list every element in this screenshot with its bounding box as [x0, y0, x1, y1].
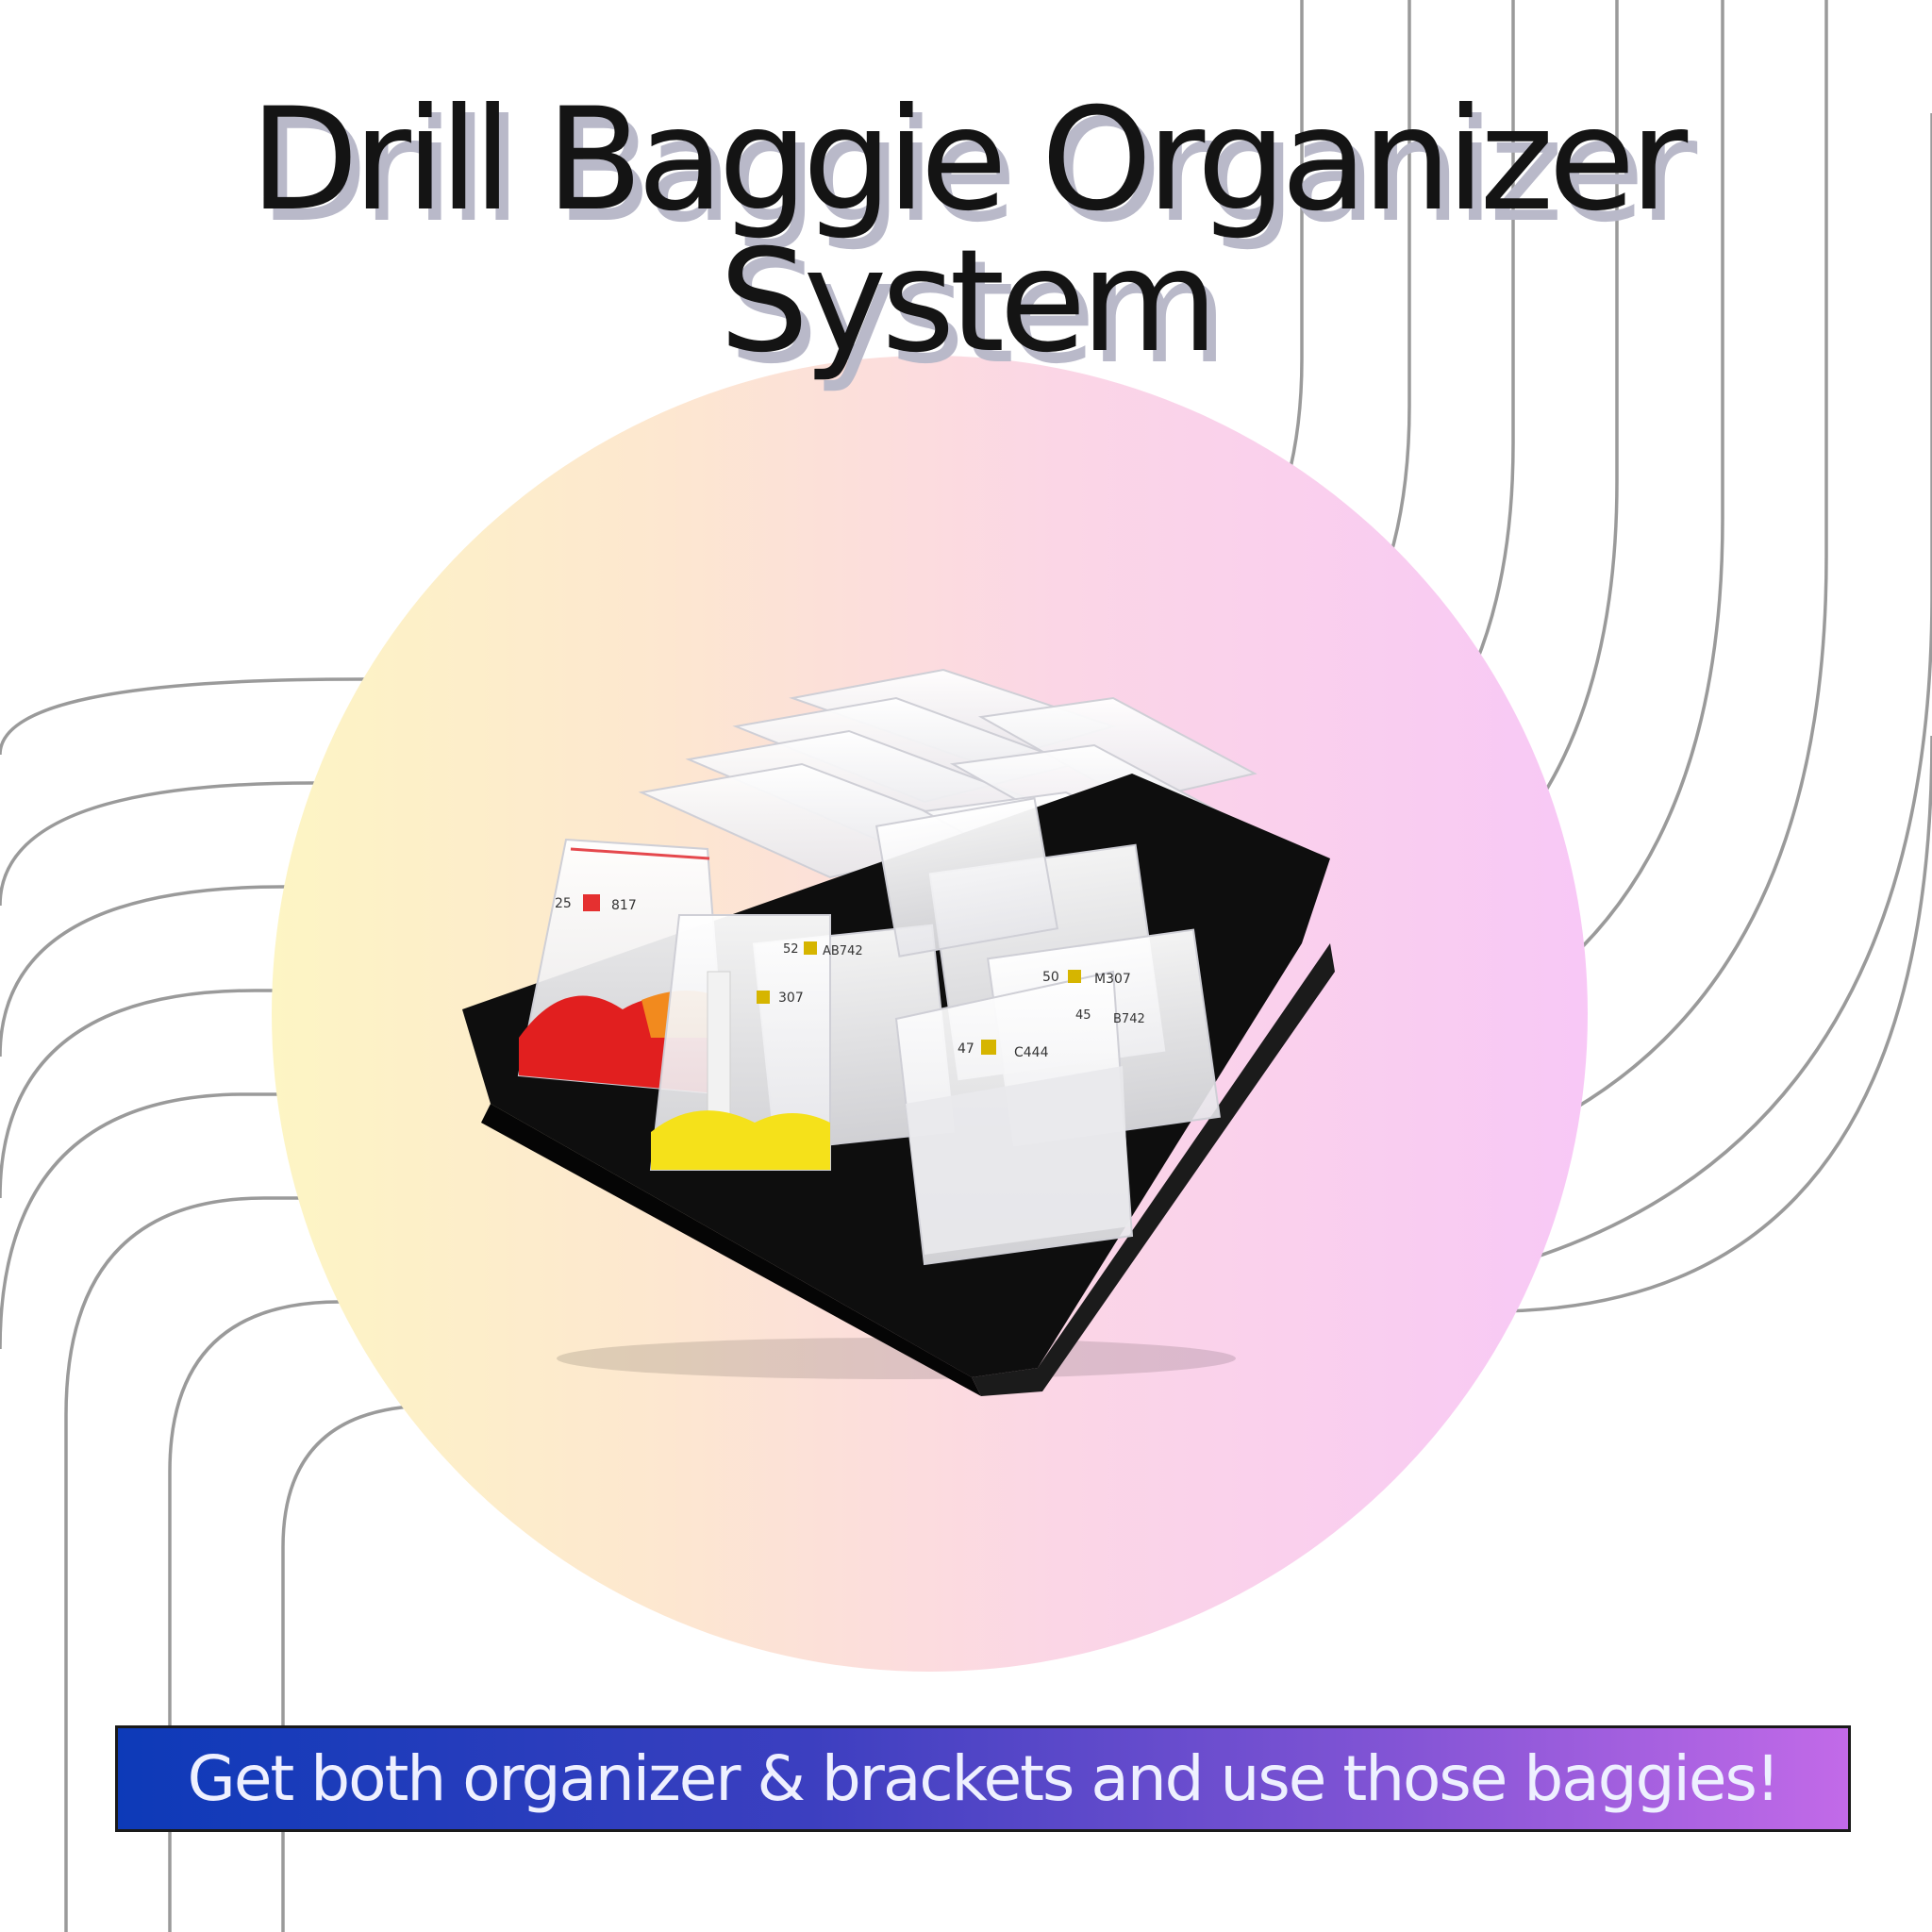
right-labels: 50 M307 45 B742 — [1042, 970, 1145, 1026]
curve-8 — [1490, 735, 1932, 1313]
label-right-small: 45 — [1075, 1008, 1091, 1023]
label-mid-code: AB742 — [823, 944, 863, 958]
yellow-baggie: 307 52 AB742 — [649, 914, 863, 1171]
front-large-baggie: 47 C444 — [894, 970, 1134, 1266]
title-line-1: Drill Baggie Organizer — [249, 78, 1688, 242]
label-right-small-code: B742 — [1113, 1012, 1145, 1026]
label-mid-number: 52 — [783, 942, 799, 957]
label-right-code: M307 — [1094, 972, 1131, 987]
label-front-code: 817 — [611, 898, 637, 913]
label-right-number: 50 — [1042, 970, 1059, 985]
label-big-code: C444 — [1014, 1045, 1049, 1060]
label-second-code: 307 — [778, 991, 804, 1006]
promo-banner-text: Get both organizer & brackets and use th… — [187, 1742, 1781, 1815]
title-line-2: System — [719, 220, 1218, 384]
promo-banner: Get both organizer & brackets and use th… — [115, 1725, 1851, 1832]
baggie-organizer-image: 25 817 307 52 AB742 47 C444 50 M307 — [462, 668, 1335, 1396]
label-big-number: 47 — [958, 1041, 974, 1057]
label-front-number: 25 — [555, 896, 572, 911]
page-title: Drill Baggie Organizer System — [0, 90, 1932, 373]
